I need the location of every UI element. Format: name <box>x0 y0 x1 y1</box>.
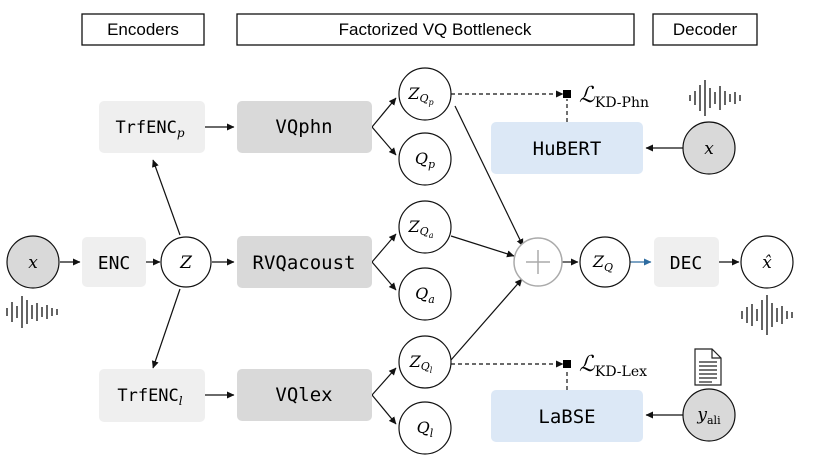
hubert-block: HuBERT <box>491 122 643 174</box>
q-l-node: Ql <box>398 401 452 455</box>
x-hat-node: x̂ <box>740 235 794 289</box>
svg-text:Decoder: Decoder <box>673 20 738 39</box>
svg-text:DEC: DEC <box>670 253 703 274</box>
sum-node <box>513 237 563 287</box>
svg-text:Ql: Ql <box>417 418 434 440</box>
svg-text:ZQp: ZQp <box>407 84 433 107</box>
waveform-icon <box>6 296 58 328</box>
enc-block: ENC <box>82 237 146 287</box>
hubert-input-x-node: x <box>682 121 736 175</box>
waveform-icon <box>689 80 741 116</box>
svg-text:LaBSE: LaBSE <box>538 406 595 428</box>
latent-z-node: Z <box>160 236 212 288</box>
trfenc-p-block: TrfENCp <box>99 101 205 153</box>
y-ali-node: yali <box>682 388 736 442</box>
waveform-icon <box>741 295 793 335</box>
svg-text:ZQl: ZQl <box>409 352 433 375</box>
q-a-node: Qa <box>398 267 452 321</box>
svg-text:VQlex: VQlex <box>275 384 332 406</box>
svg-text:x: x <box>28 253 38 273</box>
input-x-node: x <box>6 235 60 289</box>
q-p-node: Qp <box>398 132 452 186</box>
loss-marker-lex <box>563 360 571 368</box>
svg-text:HuBERT: HuBERT <box>533 138 602 160</box>
z-ql-node: ZQl <box>398 335 452 389</box>
svg-text:Factorized VQ Bottleneck: Factorized VQ Bottleneck <box>339 20 532 39</box>
loss-kd-phn: ℒKD-Phn <box>579 83 649 111</box>
svg-text:x: x <box>704 139 714 159</box>
rvqacoust-block: RVQacoust <box>237 236 372 288</box>
z-qa-node: ZQa <box>398 200 452 254</box>
svg-text:RVQacoust: RVQacoust <box>253 252 356 274</box>
header-bottleneck: Factorized VQ Bottleneck <box>236 13 635 46</box>
vqlex-block: VQlex <box>237 369 372 421</box>
svg-text:yali: yali <box>696 405 721 427</box>
vqphn-block: VQphn <box>237 101 372 153</box>
document-icon <box>694 348 722 386</box>
trfenc-l-block: TrfENCl <box>99 369 205 422</box>
svg-text:TrfENCp: TrfENCp <box>115 118 184 140</box>
loss-marker-phn <box>563 90 571 98</box>
svg-text:Z: Z <box>179 253 193 273</box>
header-decoder: Decoder <box>652 13 758 46</box>
z-qp-node: ZQp <box>398 67 452 121</box>
dec-block: DEC <box>654 237 719 287</box>
edges <box>60 90 740 425</box>
labse-block: LaBSE <box>491 390 643 442</box>
svg-text:ENC: ENC <box>98 253 131 274</box>
svg-text:x̂: x̂ <box>762 253 772 273</box>
svg-text:TrfENCl: TrfENCl <box>117 386 182 408</box>
svg-text:ZQ: ZQ <box>592 252 613 274</box>
loss-kd-lex: ℒKD-Lex <box>579 352 647 380</box>
z-q-node: ZQ <box>579 236 631 288</box>
svg-text:VQphn: VQphn <box>275 116 332 138</box>
svg-text:Qp: Qp <box>415 149 435 171</box>
svg-text:Encoders: Encoders <box>107 20 179 39</box>
svg-text:ZQa: ZQa <box>408 217 434 240</box>
header-encoders: Encoders <box>81 13 205 46</box>
svg-text:Qa: Qa <box>415 284 435 306</box>
